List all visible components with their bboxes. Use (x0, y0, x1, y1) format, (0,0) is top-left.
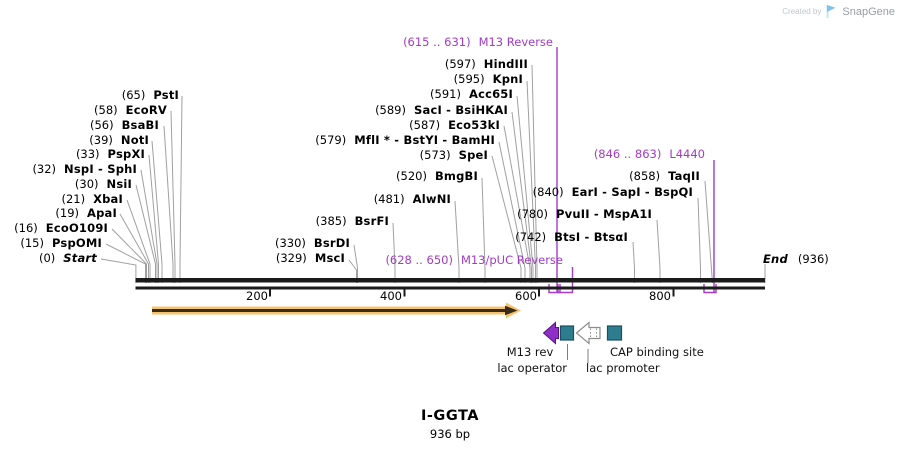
enzyme-site-label: (481)AlwNI (373, 192, 451, 206)
m13-rev-feature-label: M13 rev (506, 345, 554, 359)
enzyme-site-label: (330)BsrDI (274, 236, 350, 250)
start-label: (0)Start (38, 251, 97, 265)
enzyme-site-label: (16)EcoO109I (14, 221, 108, 235)
primer-label-m13-reverse: (615 .. 631)M13 Reverse (403, 35, 553, 49)
map-title-block: I-GGTA 936 bp (350, 408, 550, 441)
enzyme-site-label: (56)BsaBI (89, 118, 159, 132)
ruler-number-400: 400 (380, 289, 402, 303)
enzyme-site-label: (589)SacI - BsiHKAI (375, 103, 508, 117)
enzyme-site-label: (573)SpeI (419, 148, 488, 162)
enzyme-site-label: (385)BsrFI (315, 214, 389, 228)
primer-label-l4440: (846 .. 863)L4440 (593, 147, 705, 161)
watermark: Created by SnapGene (782, 4, 895, 19)
end-label: End(936) (763, 252, 829, 266)
ruler-number-200: 200 (246, 289, 268, 303)
orf-arrow (152, 302, 521, 319)
enzyme-site-label: (58)EcoRV (94, 103, 167, 117)
enzyme-site-label: (39)NotI (89, 133, 149, 147)
callout-lines-left (100, 95, 183, 283)
m13-rev-arrow-icon (542, 321, 559, 345)
lac-promoter-feature-label: lac promoter (586, 361, 660, 375)
cap-binding-site-feature-label: CAP binding site (610, 345, 704, 359)
map-title: I-GGTA (421, 408, 479, 424)
ruler-number-600: 600 (515, 289, 537, 303)
enzyme-site-label: (858)TaqII (629, 169, 700, 183)
enzyme-site-label: (19)ApaI (55, 206, 117, 220)
enzyme-site-label: (587)Eco53kI (409, 118, 500, 132)
enzyme-site-label: (15)PspOMI (20, 236, 102, 250)
enzyme-site-label: (21)XbaI (61, 192, 123, 206)
snapgene-logo-icon (826, 5, 836, 18)
map-length: 936 bp (429, 427, 471, 441)
enzyme-site-label: (742)BtsI - BtsαI (515, 230, 628, 244)
enzyme-site-label: (579)MflI * - BstYI - BamHI (315, 133, 495, 147)
enzyme-site-label: (595)KpnI (453, 72, 523, 86)
created-by-text: Created by (782, 7, 822, 16)
enzyme-site-label: (32)NspI - SphI (32, 162, 137, 176)
enzyme-site-label: (329)MscI (275, 251, 345, 265)
ruler-ticks (269, 289, 675, 297)
enzyme-site-label: (30)NsiI (74, 177, 132, 191)
enzyme-site-label: (840)EarI - SapI - BspQI (532, 185, 693, 199)
enzyme-site-label: (33)PspXI (75, 147, 145, 161)
enzyme-site-label: (65)PstI (121, 88, 179, 102)
enzyme-site-label: (597)HindIII (444, 57, 528, 71)
lac-operator-feature-label: lac operator (497, 361, 567, 375)
sequence-line (135, 278, 765, 290)
primer-label-m13-puc-reverse: (628 .. 650)M13/pUC Reverse (385, 253, 563, 267)
enzyme-site-label: (780)PvuII - MspA1I (517, 207, 652, 221)
lac-promoter-arrow-icon (575, 321, 601, 345)
enzyme-site-label: (520)BmgBI (396, 169, 478, 183)
lac-operator-box-icon (559, 325, 575, 341)
enzyme-site-label: (591)Acc65I (430, 87, 513, 101)
brand-text: SnapGene (842, 5, 895, 18)
cap-binding-site-box-icon (606, 325, 623, 341)
feature-glyphs (542, 321, 623, 363)
ruler-number-800: 800 (649, 289, 671, 303)
